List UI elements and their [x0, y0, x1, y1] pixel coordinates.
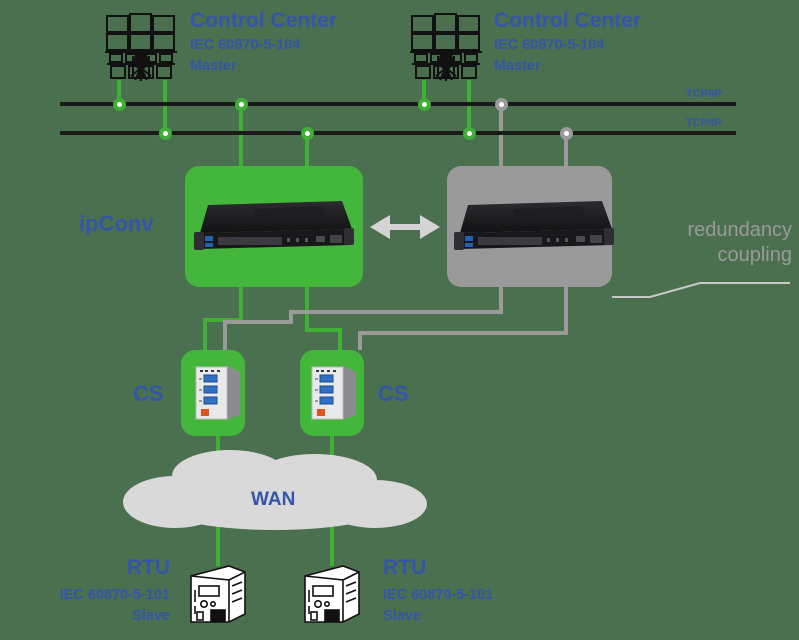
bus-connection-dot: [300, 126, 314, 140]
ipconv-label: ipConv: [79, 211, 154, 236]
bus-line-tcpip-2: [60, 131, 736, 135]
bus-connection-dot: [234, 97, 248, 111]
control-center-building-icon: [410, 13, 482, 81]
rtu-2-role: Slave: [383, 608, 421, 624]
cs-converter-1-label: CS: [133, 381, 164, 406]
bus-connection-dot: [158, 126, 172, 140]
rtu-1-role: Slave: [132, 608, 170, 624]
double-arrow-icon: [370, 215, 440, 239]
control-center-2-role: Master: [494, 58, 541, 74]
din-rail-converter-icon: [311, 365, 356, 420]
bus-line-tcpip-1: [60, 102, 736, 106]
control-center-1-title: Control Center: [190, 9, 337, 32]
redundancy-coupling-label: redundancy coupling: [687, 219, 792, 266]
rtu-cabinet-icon: [190, 565, 246, 623]
cloud-icon: [123, 450, 427, 530]
rack-server-icon: [194, 201, 354, 250]
rtu-2-protocol: IEC 60870-5-101: [383, 587, 494, 603]
control-center-2-title: Control Center: [494, 9, 641, 32]
wan-label: WAN: [251, 489, 296, 510]
control-center-building-icon: [105, 13, 177, 81]
rtu-cabinet-icon: [304, 565, 360, 623]
bus-connection-dot: [559, 126, 573, 140]
rtu-2-title: RTU: [383, 556, 427, 579]
control-center-1-role: Master: [190, 58, 237, 74]
rack-server-icon: [454, 201, 614, 250]
bus-connection-dot: [462, 126, 476, 140]
bus-connection-dot: [417, 97, 431, 111]
bus-label-tcpip-2: TCP/IP: [686, 117, 722, 129]
bus-connection-dot: [494, 97, 508, 111]
bus-label-tcpip-1: TCP/IP: [686, 88, 722, 100]
control-center-2-protocol: IEC 60870-5-104: [494, 37, 605, 53]
rtu-1-protocol: IEC 60870-5-101: [59, 587, 170, 603]
rtu-1-title: RTU: [126, 556, 170, 579]
cs-converter-2-label: CS: [378, 381, 409, 406]
control-center-1-protocol: IEC 60870-5-104: [190, 37, 301, 53]
din-rail-converter-icon: [195, 365, 240, 420]
bus-connection-dot: [112, 97, 126, 111]
